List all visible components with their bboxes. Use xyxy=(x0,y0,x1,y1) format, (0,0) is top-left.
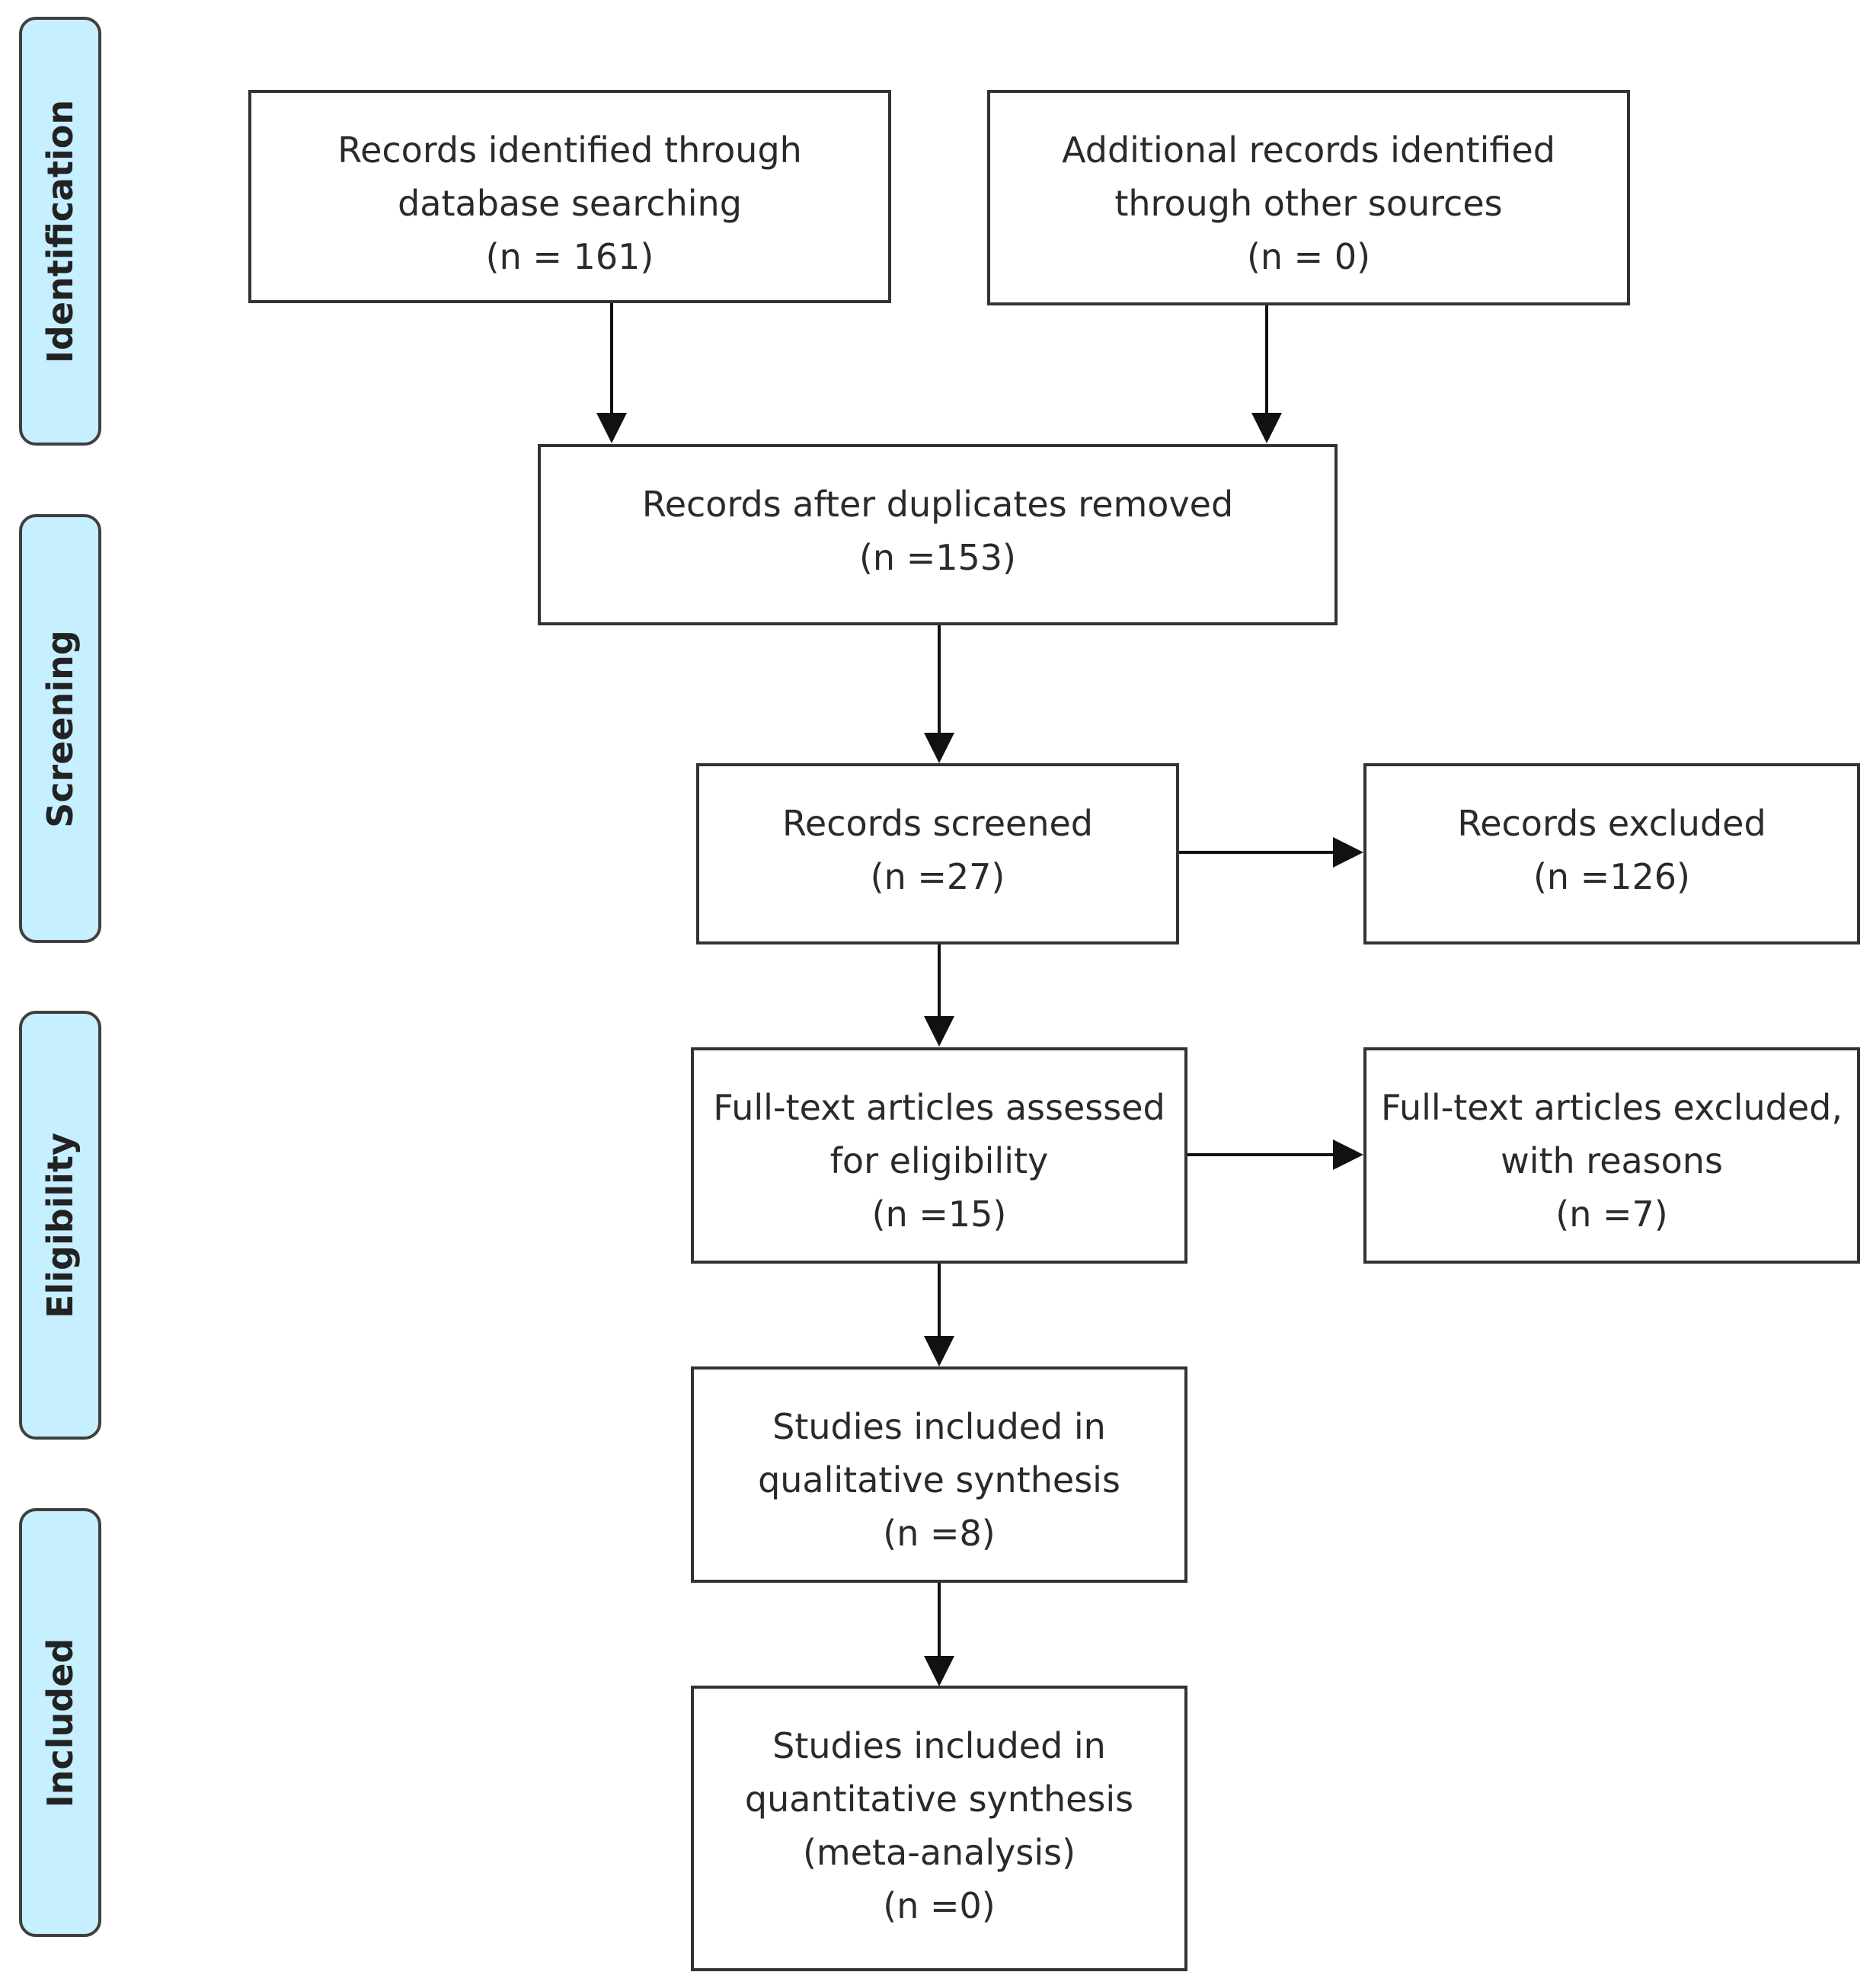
box-qualitative-synthesis: Studies included in qualitative synthesi… xyxy=(691,1366,1187,1583)
box-line: for eligibility xyxy=(829,1140,1049,1181)
box-line: Studies included in xyxy=(772,1406,1106,1447)
box-line: Studies included in xyxy=(772,1725,1106,1766)
box-records-excluded: Records excluded (n =126) xyxy=(1363,763,1860,944)
box-quantitative-synthesis: Studies included in quantitative synthes… xyxy=(691,1686,1187,1971)
stage-label-included: Included xyxy=(40,1638,81,1807)
box-line: qualitative synthesis xyxy=(758,1459,1120,1501)
box-line: (n =15) xyxy=(871,1194,1007,1235)
box-fulltext-excluded: Full-text articles excluded, with reason… xyxy=(1363,1047,1860,1264)
stage-tab-screening: Screening xyxy=(19,514,101,943)
box-line: with reasons xyxy=(1501,1140,1723,1181)
box-line: (n = 0) xyxy=(1246,236,1371,277)
box-other-sources: Additional records identified through ot… xyxy=(987,90,1630,305)
box-line: database searching xyxy=(398,183,742,224)
box-database-search: Records identified through database sear… xyxy=(248,90,891,303)
box-line: Records identified through xyxy=(337,129,802,171)
box-duplicates-removed: Records after duplicates removed (n =153… xyxy=(538,444,1338,625)
box-line: (n =153) xyxy=(858,537,1016,578)
box-fulltext-assessed: Full-text articles assessed for eligibil… xyxy=(691,1047,1187,1264)
stage-tab-eligibility: Eligibility xyxy=(19,1011,101,1440)
box-records-screened: Records screened (n =27) xyxy=(696,763,1179,944)
stage-label-identification: Identification xyxy=(40,99,81,363)
box-line: Records excluded xyxy=(1457,803,1766,844)
box-line: through other sources xyxy=(1114,183,1503,224)
stage-label-screening: Screening xyxy=(40,629,81,828)
box-line: (n =8) xyxy=(883,1513,996,1554)
box-line: (n =0) xyxy=(883,1885,996,1926)
stage-tab-included: Included xyxy=(19,1508,101,1937)
box-line: (n =126) xyxy=(1533,856,1690,897)
box-line: quantitative synthesis xyxy=(744,1779,1134,1820)
box-line: Additional records identified xyxy=(1062,129,1555,171)
box-line: Full-text articles assessed xyxy=(713,1087,1165,1128)
box-line: Records after duplicates removed xyxy=(641,484,1234,525)
box-line: (n =7) xyxy=(1555,1194,1668,1235)
box-line: Full-text articles excluded, xyxy=(1381,1087,1843,1128)
box-line: (n =27) xyxy=(870,856,1005,897)
stage-tab-identification: Identification xyxy=(19,17,101,446)
box-line: (meta-analysis) xyxy=(802,1832,1076,1873)
box-line: Records screened xyxy=(782,803,1093,844)
stage-label-eligibility: Eligibility xyxy=(40,1132,81,1318)
box-line: (n = 161) xyxy=(485,236,654,277)
